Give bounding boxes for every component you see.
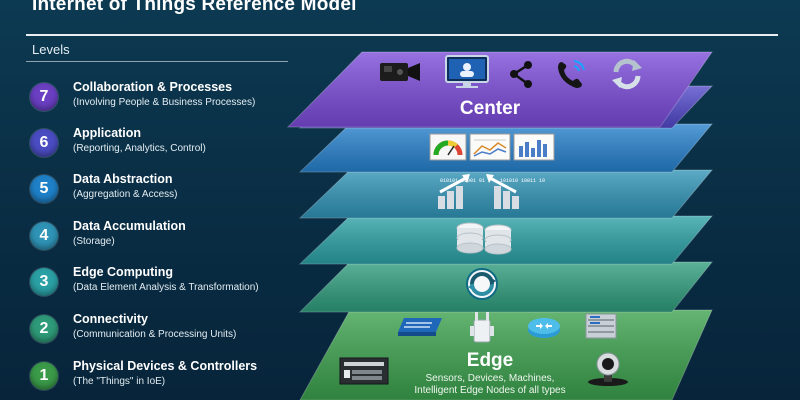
level-badge: 7 — [30, 83, 58, 111]
level-description: (Storage) — [73, 236, 115, 247]
level-description: (Communication & Processing Units) — [73, 329, 237, 340]
level-name: Data Accumulation — [73, 219, 186, 233]
switch-icon — [398, 318, 442, 336]
sync-icon — [612, 58, 642, 90]
level-badge: 1 — [30, 362, 58, 390]
level-3: 3 Edge Computing (Data Element Analysis … — [30, 265, 300, 305]
level-badge: 4 — [30, 222, 58, 250]
level-name: Collaboration & Processes — [73, 80, 233, 94]
camera-device-icon — [588, 352, 628, 386]
edge-label: Edge — [466, 350, 514, 371]
level-2: 2 Connectivity (Communication & Processi… — [30, 312, 300, 352]
level-description: (Involving People & Business Processes) — [73, 97, 256, 108]
level-badge: 2 — [30, 315, 58, 343]
gauge-chart-icon — [429, 133, 467, 161]
level-name: Application — [73, 126, 142, 140]
level-name: Edge Computing — [73, 265, 173, 279]
level-1: 1 Physical Devices & Controllers (The "T… — [30, 359, 300, 399]
level-description: (Reporting, Analytics, Control) — [73, 143, 206, 154]
edge-subtitle: Sensors, Devices, Machines, Intelligent … — [300, 373, 680, 397]
title-divider — [26, 34, 778, 36]
level-description: (Aggregation & Access) — [73, 189, 178, 200]
report-chart-icon — [469, 133, 511, 161]
video-camera-icon — [380, 63, 420, 81]
level-badge: 3 — [30, 268, 58, 296]
level-description: (The "Things" in IoE) — [73, 376, 166, 387]
router-icon — [528, 318, 560, 338]
level-6: 6 Application (Reporting, Analytics, Con… — [30, 126, 300, 166]
level-name: Connectivity — [73, 312, 149, 326]
data-text-right: 101010 10011 10 — [500, 178, 545, 184]
edge-subtitle-line-2: Intelligent Edge Nodes of all types — [414, 385, 566, 396]
page-title: Internet of Things Reference Model — [32, 0, 357, 15]
level-name: Physical Devices & Controllers — [73, 359, 258, 373]
data-upload-icon: 010101 11001 01 — [438, 174, 485, 209]
levels-heading: Levels — [32, 42, 70, 57]
level-7: 7 Collaboration & Processes (Involving P… — [30, 80, 300, 120]
router-globe-icon — [466, 268, 498, 300]
edge-subtitle-line-1: Sensors, Devices, Machines, — [425, 373, 555, 384]
level-badge: 5 — [30, 175, 58, 203]
level-description: (Data Element Analysis & Transformation) — [73, 282, 259, 293]
share-icon — [510, 61, 532, 88]
server-rack-icon — [585, 313, 617, 339]
layer-7-shine — [288, 52, 712, 127]
phone-icon — [558, 60, 585, 88]
level-name: Data Abstraction — [73, 172, 173, 186]
data-aggregate-icon: 101010 10011 10 — [486, 174, 545, 209]
wireless-ap-icon — [470, 312, 494, 343]
level-5: 5 Data Abstraction (Aggregation & Access… — [30, 172, 300, 212]
bar-chart-icon — [513, 133, 555, 161]
controller-device-icon — [339, 357, 389, 385]
layer-2-shine — [300, 262, 712, 312]
level-4: 4 Data Accumulation (Storage) — [30, 219, 300, 259]
database-icon — [456, 222, 512, 255]
levels-divider — [26, 61, 288, 62]
monitor-users-icon — [445, 55, 489, 88]
level-badge: 6 — [30, 129, 58, 157]
